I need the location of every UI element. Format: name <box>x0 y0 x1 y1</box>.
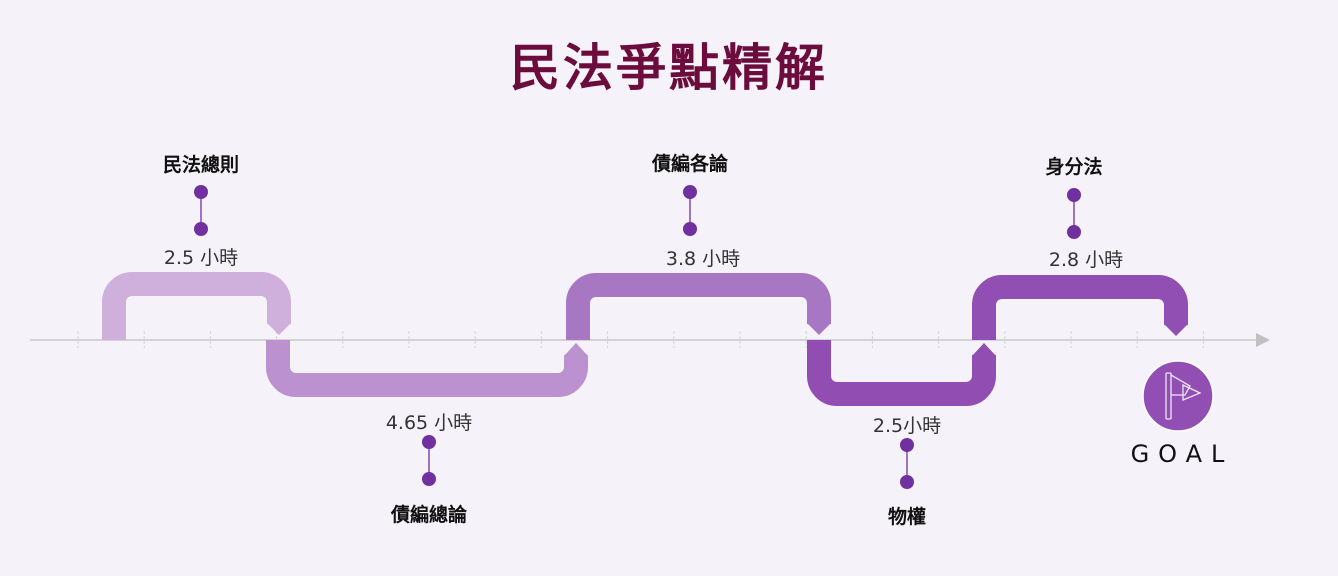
step-2-hours: 4.65 小時 <box>385 412 473 434</box>
step-1-title: 民法總則 <box>162 154 240 176</box>
step-5-hours: 2.8 小時 <box>1048 249 1124 271</box>
axis-arrow-icon <box>1256 333 1270 347</box>
goal-label: GOAL <box>1130 440 1234 468</box>
step-3-hours: 3.8 小時 <box>665 248 741 270</box>
step-4-title: 物權 <box>887 506 927 528</box>
connector-4 <box>900 438 914 489</box>
connector-2 <box>422 435 436 486</box>
step-1-hours: 2.5 小時 <box>163 247 239 269</box>
timeline-axis <box>30 331 1270 348</box>
goal-badge <box>1142 360 1214 432</box>
step-3-title: 債編各論 <box>651 153 729 175</box>
page-title: 民法爭點精解 <box>510 39 828 97</box>
connector-3 <box>683 185 697 236</box>
segment-5 <box>972 275 1188 340</box>
segment-3 <box>566 273 831 340</box>
flag-icon <box>1165 372 1202 420</box>
segment-1 <box>102 272 291 340</box>
connector-5 <box>1067 188 1081 239</box>
step-5-title: 身分法 <box>1045 156 1103 178</box>
connector-1 <box>194 185 208 236</box>
step-4-hours: 2.5小時 <box>872 415 942 437</box>
segment-2 <box>266 340 588 397</box>
segment-4 <box>807 340 996 406</box>
step-2-title: 債編總論 <box>390 504 468 526</box>
